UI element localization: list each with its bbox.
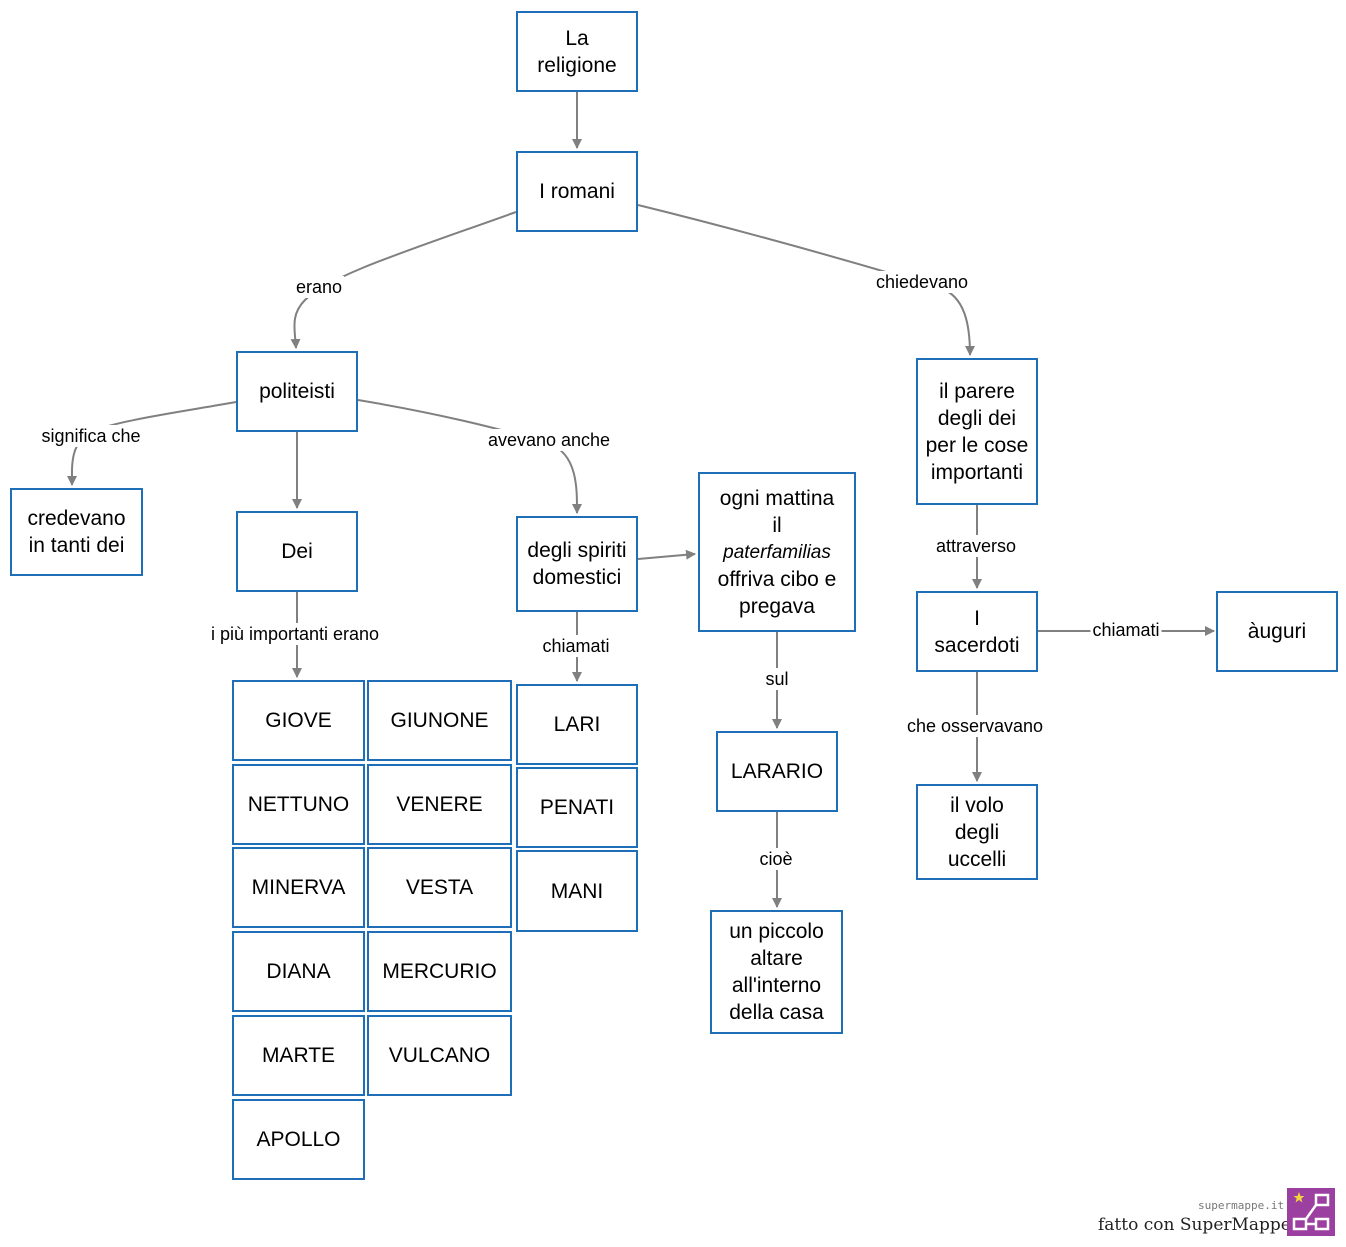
node-mani[interactable]: MANI xyxy=(516,850,638,932)
footer-made-with: fatto con SuperMappe xyxy=(1098,1215,1291,1235)
node-label-italic: paterfamilias xyxy=(723,541,831,563)
node-paterfamilias[interactable]: ogni mattina il paterfamilias offriva ci… xyxy=(698,472,856,632)
node-label: I romani xyxy=(539,180,615,203)
node-label: MARTE xyxy=(261,1044,336,1067)
node-label-line4: offriva cibo e pregava xyxy=(717,567,837,618)
node-label: LARARIO xyxy=(730,760,824,783)
node-god-giove[interactable]: GIOVE xyxy=(232,680,365,761)
edge-label-chiamati-spiriti: chiamati xyxy=(540,635,612,657)
node-label: il parere degli dei per le cose importan… xyxy=(925,379,1029,484)
node-label: VESTA xyxy=(405,876,474,899)
node-label: Dei xyxy=(281,540,313,563)
edge-label-sul: sul xyxy=(763,668,791,690)
node-label: MINERVA xyxy=(251,876,346,899)
node-un-piccolo-altare[interactable]: un piccolo altare all'interno della casa xyxy=(710,910,843,1034)
node-god-marte[interactable]: MARTE xyxy=(232,1015,365,1096)
edge-politeisti-spiriti xyxy=(357,399,583,514)
edge-label-attraverso: attraverso xyxy=(933,535,1019,557)
edge-label-cioe: cioè xyxy=(757,848,795,870)
node-label-line2: il xyxy=(772,513,782,537)
node-label: APOLLO xyxy=(256,1128,341,1151)
node-i-romani[interactable]: I romani xyxy=(516,151,638,232)
node-god-venere[interactable]: VENERE xyxy=(367,764,512,845)
edge-label-chiedevano: chiedevano xyxy=(873,271,971,293)
node-auguri[interactable]: àuguri xyxy=(1216,591,1338,672)
node-label: PENATI xyxy=(539,796,615,819)
edge-label-significa-che: significa che xyxy=(39,425,143,447)
edge-label-erano: erano xyxy=(293,276,345,298)
node-spiriti-domestici[interactable]: degli spiriti domestici xyxy=(516,516,638,612)
node-label: I sacerdoti xyxy=(934,606,1020,657)
node-god-nettuno[interactable]: NETTUNO xyxy=(232,764,365,845)
node-il-volo-degli-uccelli[interactable]: il volo degli uccelli xyxy=(916,784,1038,880)
node-god-mercurio[interactable]: MERCURIO xyxy=(367,931,512,1012)
node-il-parere-degli-dei[interactable]: il parere degli dei per le cose importan… xyxy=(916,358,1038,505)
node-label: VENERE xyxy=(396,793,483,816)
node-label: ogni mattina il paterfamilias offriva ci… xyxy=(707,485,847,620)
node-label: degli spiriti domestici xyxy=(527,539,627,589)
edge-label-avevano-anche: avevano anche xyxy=(485,429,613,451)
node-god-diana[interactable]: DIANA xyxy=(232,931,365,1012)
node-label: àuguri xyxy=(1247,620,1307,643)
node-label: credevano in tanti dei xyxy=(27,507,126,557)
node-god-vesta[interactable]: VESTA xyxy=(367,847,512,928)
node-label: LARI xyxy=(553,713,601,736)
node-label-line1: ogni mattina xyxy=(719,486,835,510)
node-label: politeisti xyxy=(259,380,335,403)
node-label: La religione xyxy=(537,26,617,77)
node-penati[interactable]: PENATI xyxy=(516,767,638,848)
node-label: MANI xyxy=(550,879,604,903)
node-dei[interactable]: Dei xyxy=(236,511,358,592)
node-god-apollo[interactable]: APOLLO xyxy=(232,1099,365,1180)
supermappe-logo-icon xyxy=(1287,1188,1335,1236)
node-lari[interactable]: LARI xyxy=(516,684,638,765)
edge-label-i-piu-importanti-erano: i più importanti erano xyxy=(208,623,382,645)
node-label: GIUNONE xyxy=(390,709,489,732)
node-i-sacerdoti[interactable]: I sacerdoti xyxy=(916,591,1038,672)
node-label: GIOVE xyxy=(265,709,332,732)
node-label: il volo degli uccelli xyxy=(947,793,1007,871)
node-label: MERCURIO xyxy=(382,960,497,983)
node-politeisti[interactable]: politeisti xyxy=(236,351,358,432)
footer-site: supermappe.it xyxy=(1198,1199,1285,1212)
node-label: NETTUNO xyxy=(247,793,350,816)
edge-label-che-osservavano: che osservavano xyxy=(904,715,1046,737)
edge-spiriti-paterfamilias xyxy=(637,549,696,560)
node-larario[interactable]: LARARIO xyxy=(716,731,838,812)
node-god-vulcano[interactable]: VULCANO xyxy=(367,1015,512,1096)
node-credevano-in-tanti-dei[interactable]: credevano in tanti dei xyxy=(10,488,143,576)
node-la-religione[interactable]: La religione xyxy=(516,11,638,92)
node-label: VULCANO xyxy=(388,1044,491,1067)
node-god-minerva[interactable]: MINERVA xyxy=(232,847,365,928)
edge-label-chiamati-sacerdoti: chiamati xyxy=(1090,619,1162,641)
node-god-giunone[interactable]: GIUNONE xyxy=(367,680,512,761)
node-label: un piccolo altare all'interno della casa xyxy=(729,920,824,1024)
node-label: DIANA xyxy=(266,960,331,983)
